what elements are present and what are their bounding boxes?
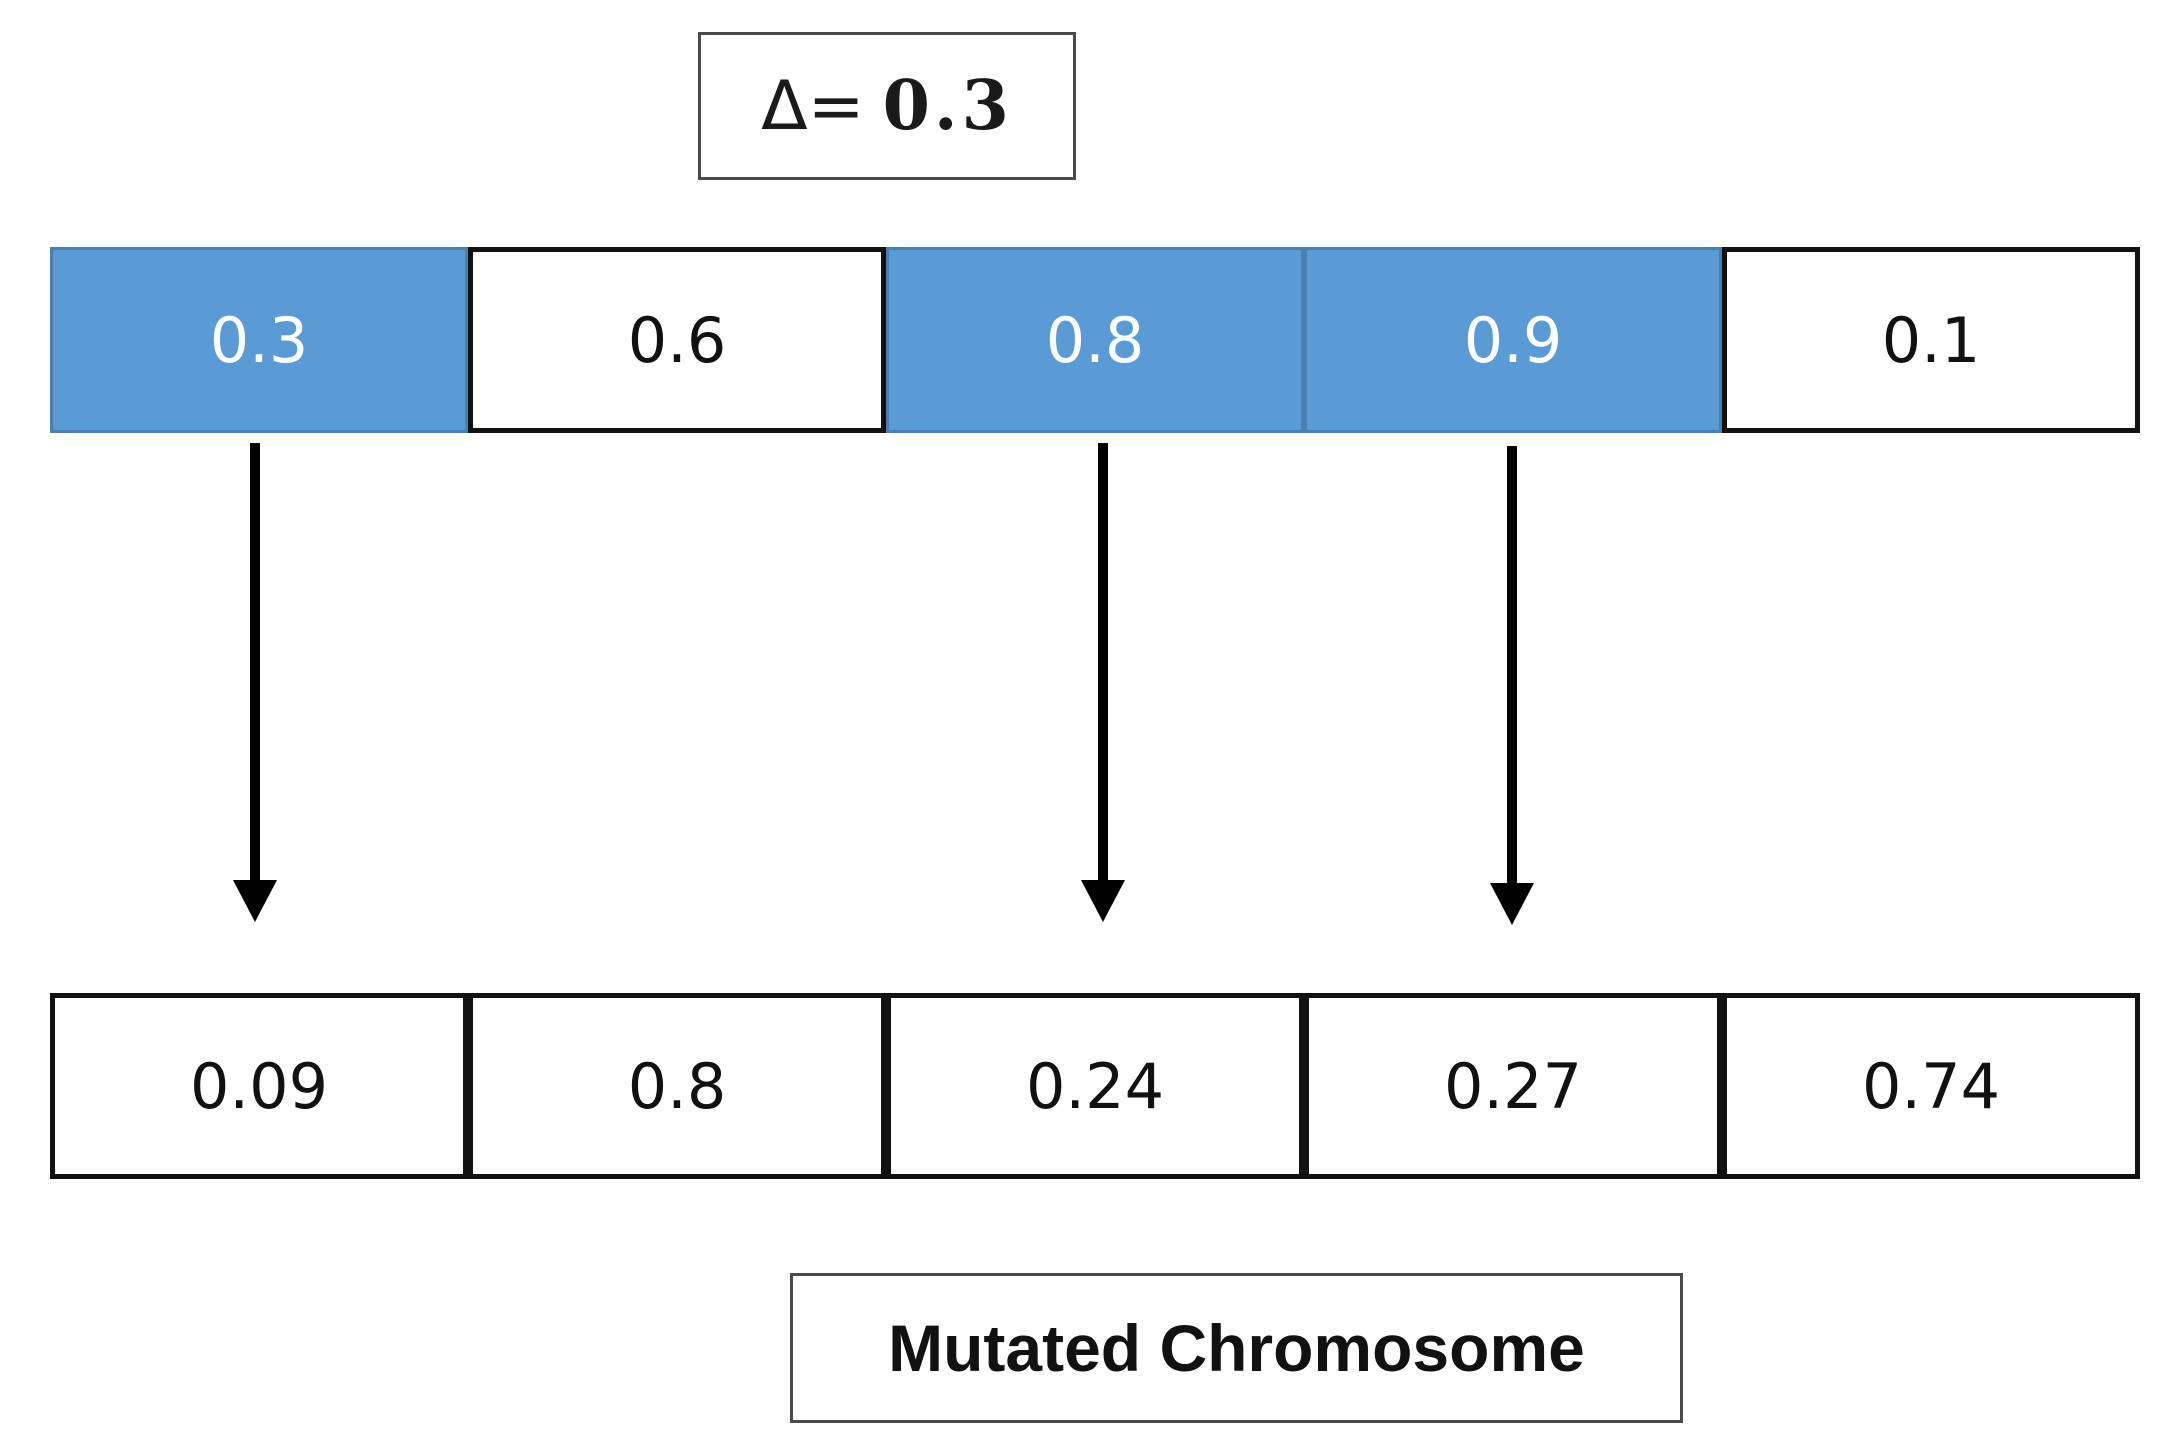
delta-box: Δ= 0.3	[698, 32, 1076, 180]
mutated-gene-4: 0.27	[1304, 993, 1722, 1179]
mutated-gene-3: 0.24	[886, 993, 1304, 1179]
original-gene-5: 0.1	[1722, 247, 2140, 433]
mutation-arrow-3	[1081, 443, 1125, 922]
original-gene-2: 0.6	[468, 247, 886, 433]
mutated-gene-5: 0.74	[1722, 993, 2140, 1179]
original-chromosome: 0.3 0.6 0.8 0.9 0.1	[50, 247, 2140, 433]
mutation-arrow-4	[1490, 446, 1534, 925]
original-gene-3: 0.8	[886, 247, 1304, 433]
mutation-arrow-1	[233, 443, 277, 922]
mutated-gene-2: 0.8	[468, 993, 886, 1179]
original-gene-4: 0.9	[1304, 247, 1722, 433]
delta-symbol: Δ=	[761, 66, 865, 146]
original-gene-1: 0.3	[50, 247, 468, 433]
mutated-chromosome: 0.09 0.8 0.24 0.27 0.74	[50, 993, 2140, 1179]
delta-value: 0.3	[882, 66, 1013, 146]
mutated-gene-1: 0.09	[50, 993, 468, 1179]
mutated-chromosome-label: Mutated Chromosome	[790, 1273, 1683, 1423]
